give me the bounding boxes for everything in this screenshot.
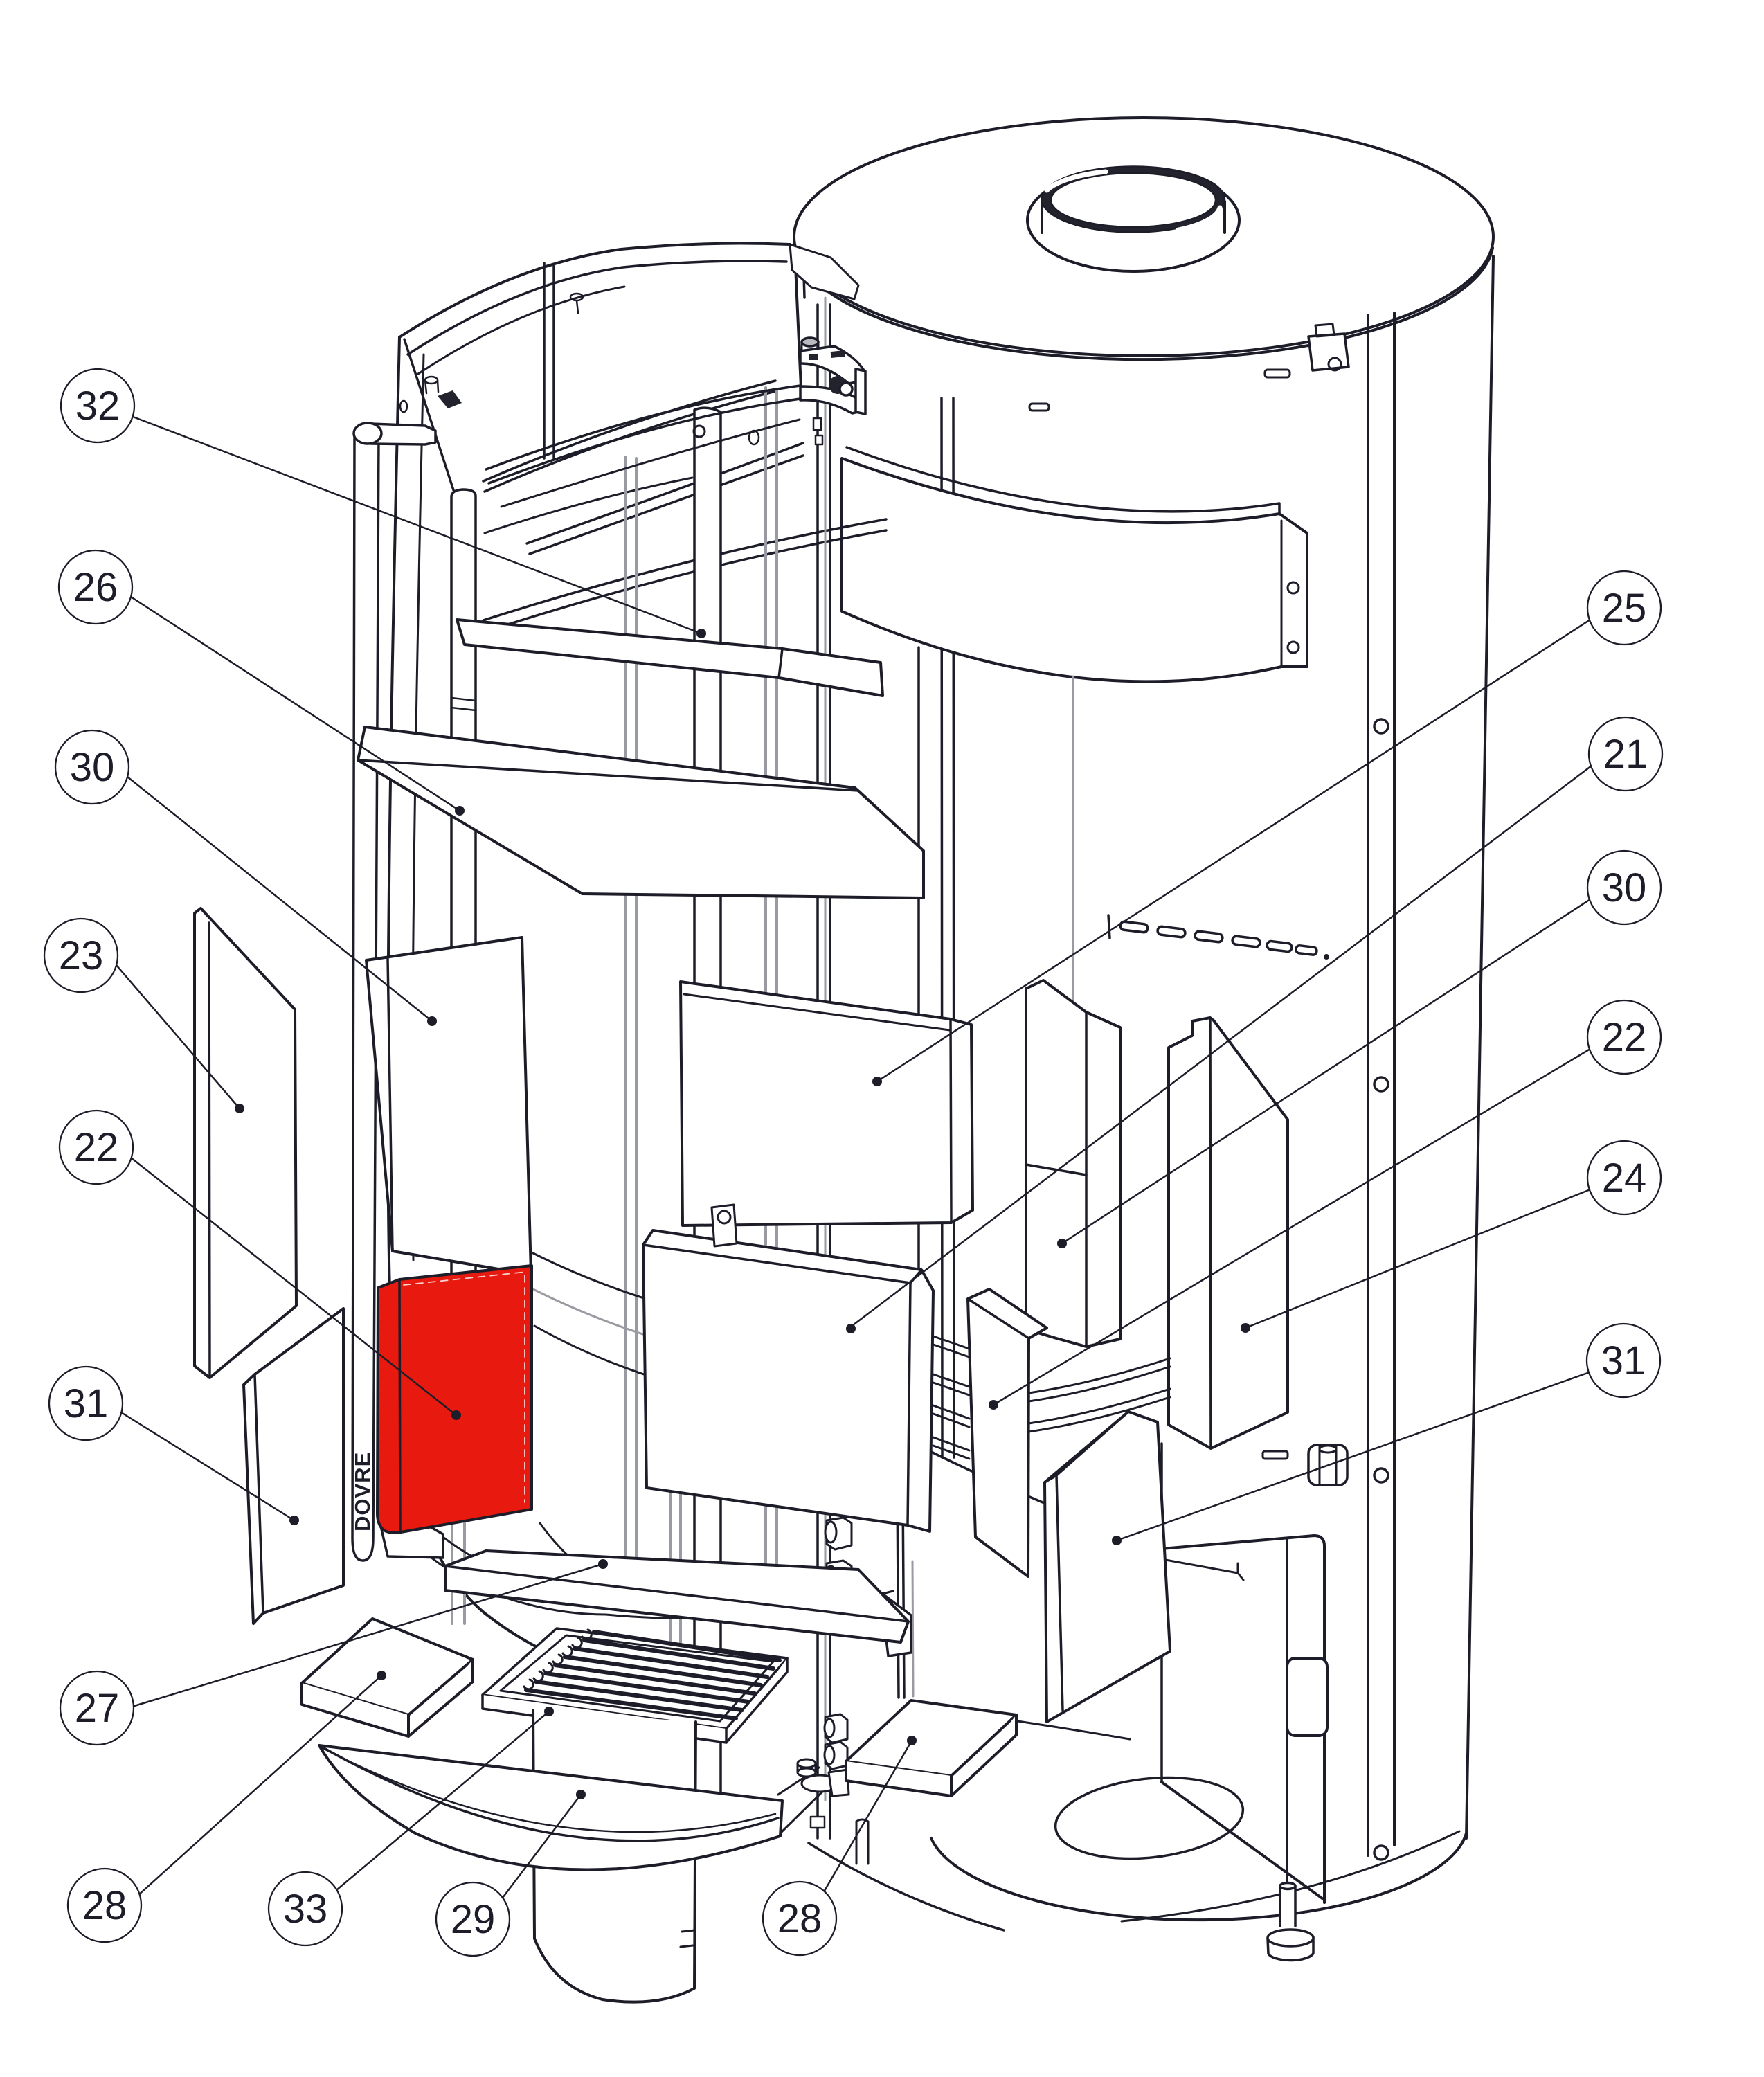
- svg-text:26: 26: [73, 565, 118, 610]
- svg-text:25: 25: [1602, 586, 1647, 631]
- svg-text:33: 33: [283, 1887, 328, 1932]
- svg-text:22: 22: [74, 1125, 119, 1170]
- svg-text:22: 22: [1602, 1015, 1647, 1060]
- svg-text:21: 21: [1603, 732, 1648, 777]
- svg-text:30: 30: [1602, 865, 1647, 910]
- svg-text:24: 24: [1602, 1156, 1647, 1201]
- svg-text:31: 31: [64, 1381, 109, 1426]
- svg-text:29: 29: [451, 1897, 496, 1942]
- svg-text:28: 28: [82, 1883, 127, 1928]
- svg-text:27: 27: [75, 1686, 120, 1731]
- svg-text:28: 28: [777, 1896, 822, 1941]
- svg-text:31: 31: [1601, 1338, 1646, 1383]
- svg-text:DOVRE: DOVRE: [350, 1452, 375, 1531]
- svg-text:32: 32: [75, 384, 120, 429]
- svg-text:23: 23: [59, 933, 104, 978]
- svg-text:30: 30: [70, 745, 115, 790]
